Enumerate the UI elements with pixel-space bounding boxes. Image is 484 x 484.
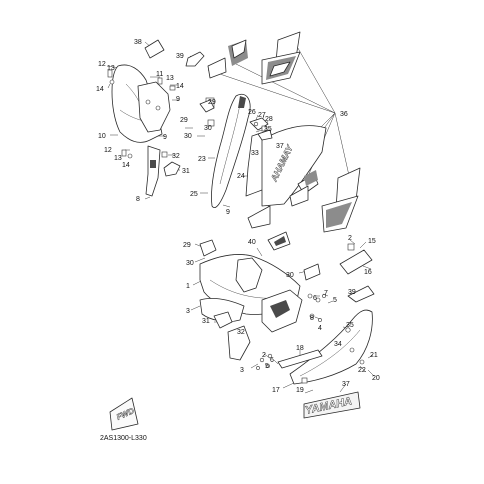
callout-18: 18 <box>296 345 304 352</box>
part-39-bracket-lower <box>347 285 375 303</box>
callout-32: 32 <box>172 153 180 160</box>
part-31-bracket <box>163 161 181 177</box>
callout-21: 21 <box>370 352 378 359</box>
callout-38: 38 <box>134 39 142 46</box>
part-29-bracket-right <box>303 263 321 281</box>
callout-10: 10 <box>98 133 106 140</box>
callout-9b: 9 <box>163 134 167 141</box>
callout-27: 27 <box>258 112 266 119</box>
callout-28: 28 <box>265 116 273 123</box>
part-lower-left-stay <box>227 325 251 361</box>
callout-23: 23 <box>198 156 206 163</box>
part-17-lower-side-cowl <box>289 309 373 385</box>
part-18-strip <box>277 349 323 369</box>
callout-9c: 9 <box>226 209 230 216</box>
callout-5b: 5 <box>265 363 269 370</box>
callout-30: 30 <box>204 125 212 132</box>
part-33-side-cowl <box>261 125 327 207</box>
callout-5: 5 <box>333 297 337 304</box>
callout-26: 26 <box>248 109 256 116</box>
part-29-bracket-upper <box>199 99 215 113</box>
part-1-inner <box>235 257 263 293</box>
callout-4: 4 <box>318 325 322 332</box>
callout-2b: 2 <box>262 352 266 359</box>
callout-35b: 35 <box>346 322 354 329</box>
callout-20: 20 <box>372 375 380 382</box>
callout-12b: 12 <box>104 147 112 154</box>
callout-14: 14 <box>96 86 104 93</box>
callout-35: 35 <box>264 126 272 133</box>
callout-31b: 31 <box>202 318 210 325</box>
callout-40: 40 <box>248 239 256 246</box>
callout-14c: 14 <box>122 162 130 169</box>
callout-numbers: 38 39 12 13 14 11 13 14 9 10 29 29 30 30… <box>96 39 380 394</box>
fwd-arrow: FWD <box>109 397 139 431</box>
callout-13: 13 <box>107 65 115 72</box>
callout-12: 12 <box>98 61 106 68</box>
part-15-plate <box>339 249 373 275</box>
part-38-emblem <box>144 39 165 59</box>
callout-30d: 30 <box>286 272 294 279</box>
part-35-grommet <box>345 327 351 333</box>
callout-37: 37 <box>276 143 284 150</box>
callout-24: 24 <box>237 173 245 180</box>
part-37-yamaha-decal: YAMAHA <box>303 391 361 419</box>
bracket-group-26-28 <box>249 117 273 141</box>
callout-32b: 32 <box>237 329 245 336</box>
part-29-bracket-lower <box>199 239 217 257</box>
callout-8b: 8 <box>310 315 314 322</box>
callout-34: 34 <box>334 341 342 348</box>
callout-15: 15 <box>368 238 376 245</box>
callout-6b: 6 <box>270 357 274 364</box>
callout-13c: 13 <box>114 155 122 162</box>
callout-39: 39 <box>176 53 184 60</box>
fastener-group-lower <box>256 353 273 370</box>
callout-39b: 39 <box>348 289 356 296</box>
callout-19: 19 <box>296 387 304 394</box>
callout-36: 36 <box>340 111 348 118</box>
part-36-decals-right <box>247 167 361 233</box>
part-31-bracket-lower <box>213 311 233 329</box>
callout-14b: 14 <box>176 83 184 90</box>
callout-1: 1 <box>186 283 190 290</box>
callout-17: 17 <box>272 387 280 394</box>
part-23-side-panel <box>211 93 251 208</box>
callout-9: 9 <box>176 96 180 103</box>
callout-3b: 3 <box>240 367 244 374</box>
callout-22: 22 <box>358 367 366 374</box>
part-3-lower-wing <box>199 298 245 322</box>
part-39-bracket <box>185 51 205 67</box>
callout-8: 8 <box>136 196 140 203</box>
diagram-code: 2AS1300-L330 <box>100 435 147 442</box>
fastener-group-upper-left <box>107 69 176 159</box>
callout-6: 6 <box>313 295 317 302</box>
callout-3: 3 <box>186 308 190 315</box>
callout-37b: 37 <box>342 381 350 388</box>
part-36-decal-set <box>207 31 301 85</box>
callout-2: 2 <box>348 235 352 242</box>
fastener-group-middle <box>307 293 326 322</box>
callout-33: 33 <box>251 150 259 157</box>
callout-29c: 29 <box>183 242 191 249</box>
part-8-lower-arm <box>145 145 161 197</box>
callout-13b: 13 <box>166 75 174 82</box>
callout-30b: 30 <box>184 133 192 140</box>
callout-16: 16 <box>364 269 372 276</box>
callout-7: 7 <box>324 290 328 297</box>
callout-31: 31 <box>182 168 190 175</box>
callout-29b: 29 <box>180 117 188 124</box>
callout-25: 25 <box>190 191 198 198</box>
callout-29: 29 <box>208 99 216 106</box>
callout-30c: 30 <box>186 260 194 267</box>
callout-11: 11 <box>156 71 163 78</box>
